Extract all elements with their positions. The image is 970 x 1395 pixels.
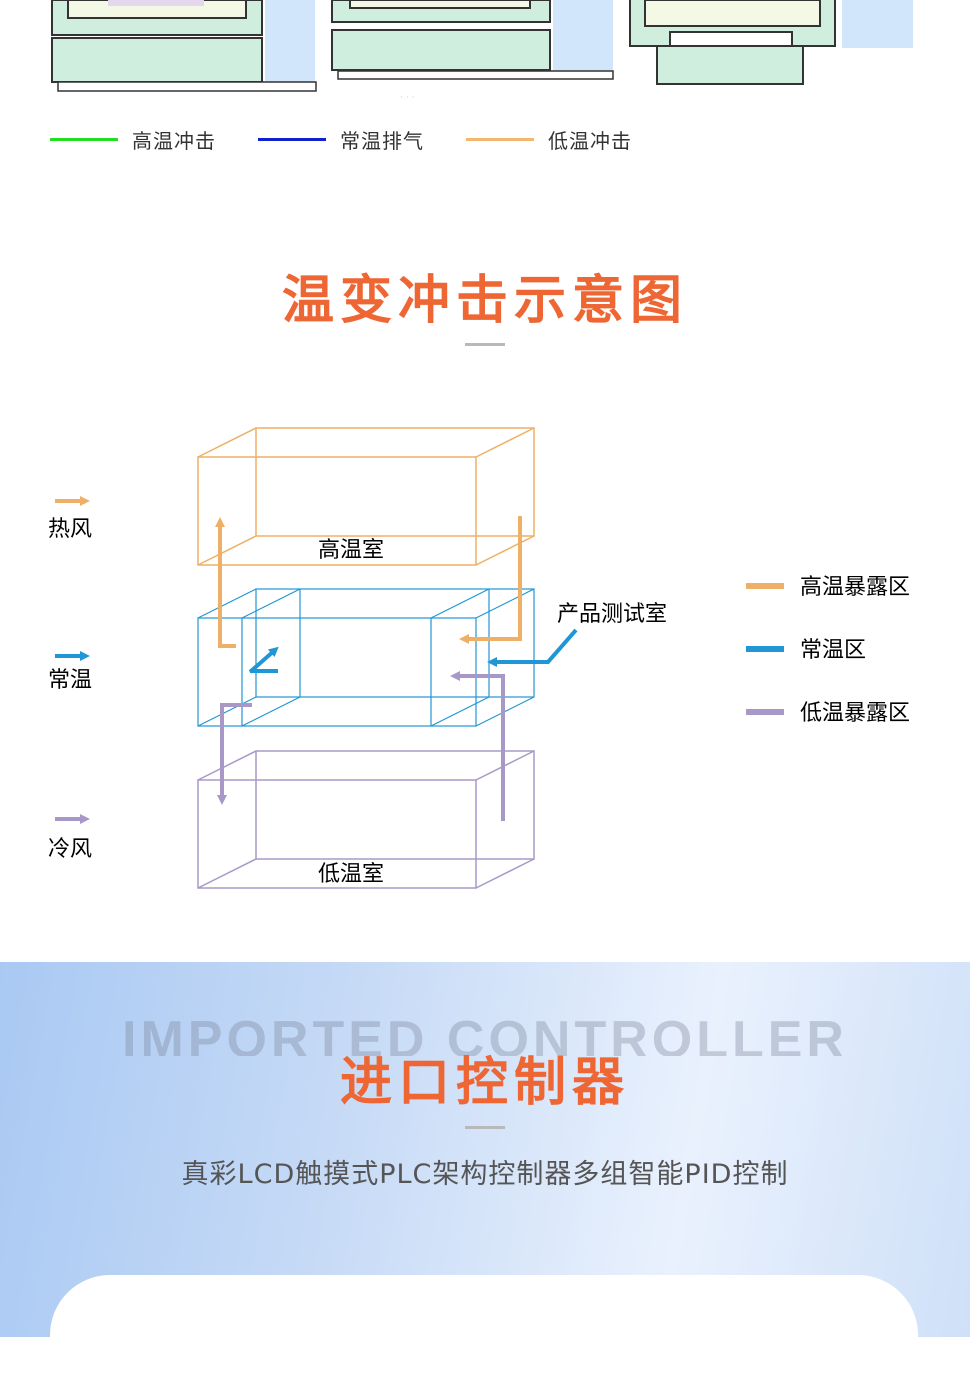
legend-label: 常温排气 — [340, 128, 424, 153]
controller-section — [0, 962, 970, 1337]
machine-middle: · · · — [331, 0, 614, 103]
chamber-label-high: 高温室 — [318, 538, 384, 563]
legend-line-green — [50, 137, 118, 141]
test-chamber — [197, 588, 535, 727]
chamber-label-low: 低温室 — [318, 862, 384, 887]
temperature-shock-diagram: 热风 常温 冷风 高温室 — [48, 427, 910, 889]
hot-airflow-up-arrow — [215, 517, 236, 648]
controller-subtitle: 真彩LCD触摸式PLC架构控制器多组智能PID控制 — [181, 1159, 789, 1190]
legend-label: 低温冲击 — [548, 128, 632, 153]
legend-line-blue — [258, 137, 326, 141]
equipment-illustration: · · · — [51, 0, 913, 103]
zone-swatch-orange — [746, 583, 784, 589]
zone-swatch-purple — [746, 709, 784, 715]
airflow-legend-room: 常温 — [48, 651, 92, 693]
airflow-label-cold: 冷风 — [48, 837, 92, 862]
legend-label: 高温冲击 — [132, 128, 216, 153]
zone-legend-room: 常温区 — [746, 638, 866, 663]
room-airflow-in-arrow — [487, 628, 578, 667]
machine-right — [629, 0, 913, 85]
legend-room-temp-exhaust: 常温排气 — [258, 124, 424, 154]
zone-label-low: 低温暴露区 — [800, 701, 910, 726]
legend-low-temp-shock: 低温冲击 — [466, 124, 632, 154]
zone-legend-low: 低温暴露区 — [746, 701, 910, 726]
high-temp-chamber — [197, 427, 535, 566]
machine-left — [51, 0, 317, 92]
airflow-label-room: 常温 — [48, 668, 92, 693]
section-title-shock: 温变冲击示意图 — [281, 271, 688, 331]
chamber-label-test: 产品测试室 — [557, 602, 667, 627]
hot-airflow-down-arrow — [459, 516, 522, 644]
legend-line-orange — [466, 137, 534, 141]
zone-swatch-blue — [746, 646, 784, 652]
cold-airflow-up-arrow — [450, 671, 505, 821]
title-divider — [465, 343, 505, 346]
controller-watermark: IMPORTED CONTROLLER — [122, 1011, 848, 1056]
title-divider — [465, 1126, 505, 1129]
airflow-legend-hot: 热风 — [48, 496, 92, 542]
room-airflow-diag-arrow — [248, 646, 279, 674]
section-title-controller: 进口控制器 — [339, 1053, 630, 1113]
zone-legend-high: 高温暴露区 — [746, 575, 910, 600]
content-card — [50, 1275, 918, 1395]
cold-airflow-down-arrow — [217, 703, 252, 805]
airflow-legend-cold: 冷风 — [48, 814, 92, 862]
svg-text:· · ·: · · · — [400, 93, 414, 103]
zone-label-room: 常温区 — [800, 638, 866, 663]
zone-label-high: 高温暴露区 — [800, 575, 910, 600]
legend-high-temp-shock: 高温冲击 — [50, 124, 216, 154]
airflow-label-hot: 热风 — [48, 517, 92, 542]
